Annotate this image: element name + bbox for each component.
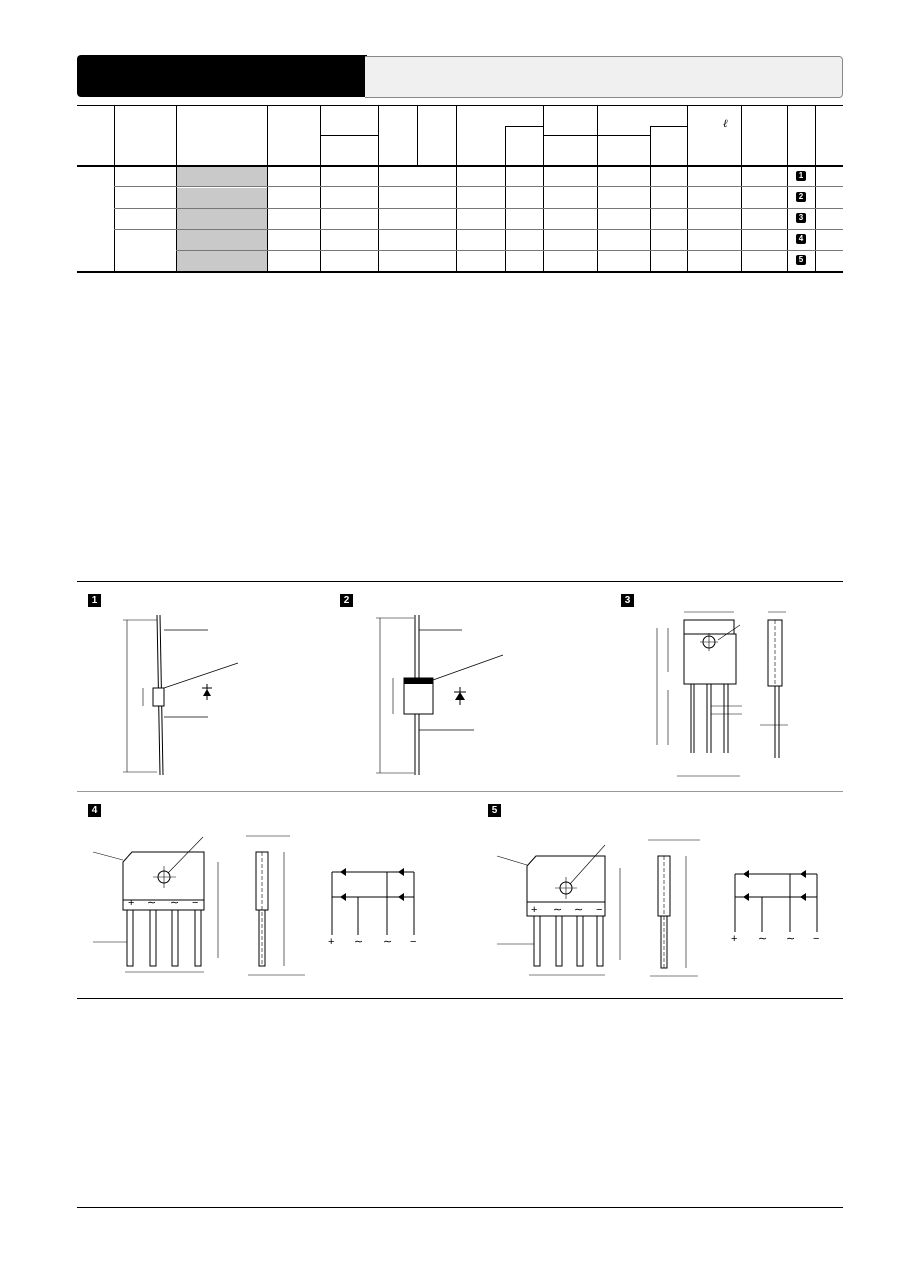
- diagram-badge-5: 5: [488, 804, 501, 817]
- pin-label-plus: +: [328, 936, 334, 948]
- diagram-row-divider: [77, 791, 843, 792]
- table-cell-shaded: [177, 188, 267, 208]
- diagram-4-bridge-rectifier: [92, 835, 415, 976]
- row-badge: 5: [796, 255, 806, 265]
- pin-label-minus: −: [192, 897, 198, 909]
- table-bottom-rule: [77, 271, 843, 273]
- diagram-1-axial-diode: [123, 614, 239, 776]
- pin-label-plus: +: [128, 897, 134, 909]
- diagram-badge-1: 1: [88, 594, 101, 607]
- table-header-rule: [77, 165, 843, 167]
- pin-label-ac: ∼: [383, 936, 392, 948]
- pin-label-minus: −: [410, 936, 416, 948]
- table-top-rule: [77, 105, 843, 106]
- table-subheader-rule: [650, 126, 687, 127]
- row-badge: 2: [796, 192, 806, 202]
- header-title-bar: [77, 55, 367, 97]
- pin-label-ac: ∼: [786, 933, 795, 945]
- pin-label-minus: −: [596, 904, 602, 916]
- table-cell-shaded: [177, 230, 267, 250]
- table-cell-shaded: [177, 209, 267, 229]
- pin-label-ac: ∼: [147, 897, 156, 909]
- diagram-badge-3: 3: [621, 594, 634, 607]
- header-subtitle-bar: [365, 56, 843, 98]
- row-badge: 4: [796, 234, 806, 244]
- diagram-badge-4: 4: [88, 804, 101, 817]
- pin-label-plus: +: [531, 904, 537, 916]
- pin-label-ac: ∼: [553, 904, 562, 916]
- diagram-section-top-rule: [77, 581, 843, 582]
- diagram-2-axial-diode: [376, 615, 504, 775]
- table-subheader-rule: [543, 135, 650, 136]
- pin-label-ac: ∼: [170, 897, 179, 909]
- ell-symbol: ℓ: [723, 117, 728, 130]
- pin-label-plus: +: [731, 933, 737, 945]
- row-badge: 3: [796, 213, 806, 223]
- row-badge: 1: [796, 171, 806, 181]
- diagram-section-bottom-rule: [77, 998, 843, 999]
- footer-rule: [77, 1207, 843, 1208]
- table-cell-shaded: [177, 251, 267, 271]
- pin-label-ac: ∼: [758, 933, 767, 945]
- pin-label-ac: ∼: [574, 904, 583, 916]
- diagram-5-bridge-rectifier: [496, 839, 818, 977]
- pin-label-minus: −: [813, 933, 819, 945]
- pin-label-ac: ∼: [354, 936, 363, 948]
- table-subheader-rule: [505, 126, 543, 127]
- diagram-badge-2: 2: [340, 594, 353, 607]
- table-cell-shaded: [177, 167, 267, 186]
- diagram-3-to220-package: [656, 611, 788, 777]
- table-subheader-rule: [320, 135, 378, 136]
